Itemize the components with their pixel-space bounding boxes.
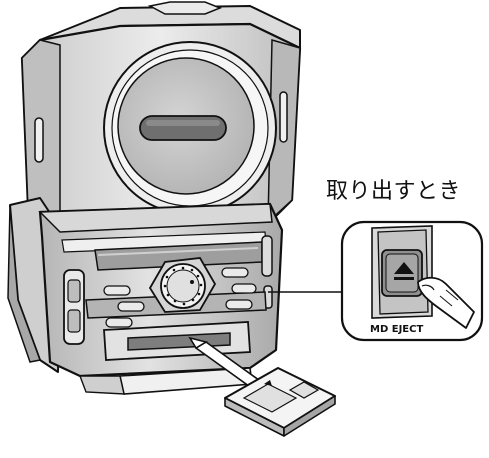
button-left-2[interactable]	[118, 302, 144, 311]
eject-button[interactable]	[382, 250, 422, 296]
upper-unit	[22, 2, 300, 228]
caption-title: 取り出すとき	[326, 178, 489, 206]
button-left-3[interactable]	[106, 318, 132, 327]
button-left-1[interactable]	[104, 286, 130, 295]
eject-label: MD EJECT	[370, 324, 423, 335]
cd-window-handle	[140, 116, 226, 140]
button-right-2[interactable]	[232, 284, 256, 293]
button-right-3[interactable]	[226, 300, 252, 309]
eject-callout: MD EJECT	[342, 222, 482, 340]
lower-unit	[8, 198, 282, 394]
button-right-1[interactable]	[222, 268, 248, 277]
